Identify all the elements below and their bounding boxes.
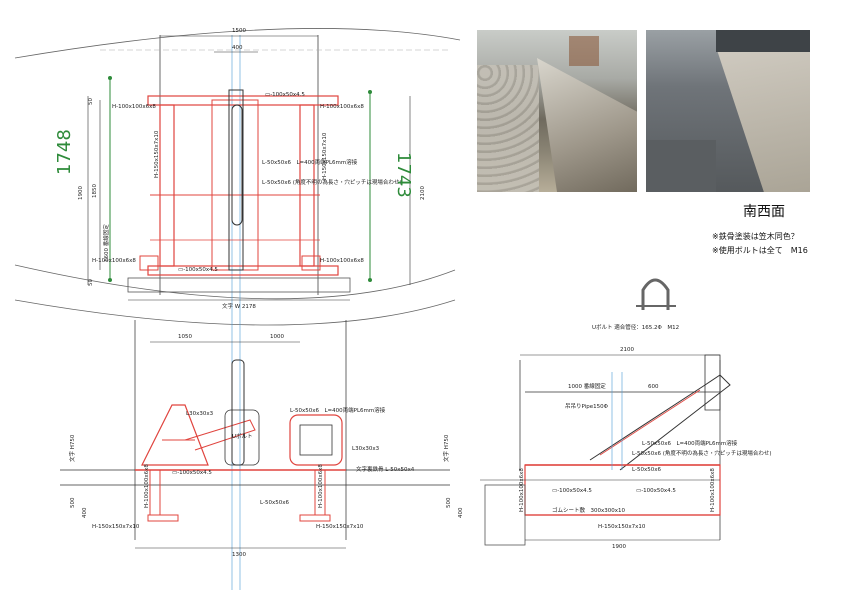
side-h-col-left: H-100x100x6x8 [519,468,525,512]
site-photo-2 [646,30,810,192]
plan-h-top-left: H-100x100x6x8 [112,104,156,110]
front-dim-1000: 1000 [270,334,284,340]
side-dim-2100: 2100 [620,347,634,353]
side-pipe: 吊吊りPipe150Φ [565,403,609,410]
side-labels: Uボルト 適合管径：165.2Φ M12 2100 1000 番線固定 600 … [442,323,772,550]
plan-dim-top: 1500 [232,28,246,34]
plan-angle-note-2: L-50x50x6 (角度不明の為長さ・穴ピッチは現場合わせ) [262,178,402,186]
front-dim-500: 500 [70,497,76,508]
plan-green-dims: 1748 1743 [54,129,414,198]
plan-h-bottom-right: H-100x100x6x8 [320,258,364,264]
side-h-col-right: H-100x100x6x8 [710,468,716,512]
front-h-col-left: H-100x100x6x8 [144,464,150,508]
plan-dim-50-top: 50 [88,98,94,105]
plan-h-col-right: H-150x150x7x10 [322,132,328,180]
plan-flat-bar-top: ▭-100x50x4.5 [265,92,305,98]
front-dim-400: 400 [82,507,88,518]
plan-view [14,28,461,590]
plan-dim-50-bottom: 50 [88,279,94,286]
front-angle-b: L-50x50x6 [260,500,289,506]
front-h-col-right: H-100x100x6x8 [318,464,324,508]
front-view [60,320,450,549]
side-dim-1000: 1000 番線固定 [568,382,606,390]
side-fb-left: ▭-100x50x4.5 [552,488,592,494]
side-dim-1900: 1900 [612,544,626,550]
front-angle-a: L-50x50x6 L=400両端PL6mm溶接 [290,406,386,414]
plan-dim-400: 400 [232,45,243,51]
plan-h-col-left: H-150x150x7x10 [154,130,160,178]
view-title: 南西面 [743,204,785,220]
side-fb-right: ▭-100x50x4.5 [636,488,676,494]
side-view [480,278,731,546]
plan-dim-1900: 1900 [78,186,84,200]
front-h-base-left: H-150x150x7x10 [92,524,140,530]
plan-mount-note: 1600 番線固定 [102,224,110,262]
plan-dim-1850: 1850 [92,184,98,198]
side-h-base: H-150x150x7x10 [598,524,646,530]
note-bolts: ※使用ボルトは全て M16 [712,246,808,255]
side-ubolt-note: Uボルト 適合管径：165.2Φ M12 [592,323,679,331]
front-l30-b: L30x30x3 [352,446,380,452]
plan-labels: 1500 400 ▭-100x50x4.5 H-100x100x6x8 H-10… [78,28,426,310]
front-frame-note: 文字裏鉄骨 L-50x50x4 [356,465,415,473]
side-rubber: ゴムシート敷 300x300x10 [552,506,626,514]
side-dim-400: 400 [458,507,464,518]
plan-dim-2100: 2100 [420,186,426,200]
side-dim-600: 600 [648,384,659,390]
side-dim-500: 500 [446,497,452,508]
green-dim-right: 1743 [393,152,414,198]
front-h-base-right: H-150x150x7x10 [316,524,364,530]
site-photo-1 [477,30,637,192]
front-l30-a: L30x30x3 [186,411,214,417]
side-angle-1: L-50x50x6 L=400両端PL6mm溶接 [642,439,738,447]
front-flat-bar: ▭-100x50x4.5 [172,470,212,476]
side-angle-2: L-50x50x6 (角度不明の為長さ・穴ピッチは現場合わせ) [632,449,772,457]
plan-h-top-right: H-100x100x6x8 [320,104,364,110]
side-text-height: 文字 H750 [442,434,450,462]
front-text-height: 文字 H750 [68,434,76,462]
front-dim-1050: 1050 [178,334,192,340]
side-angle-3: L-50x50x6 [632,467,661,473]
plan-angle-note-1: L-50x50x6 L=400両端PL6mm溶接 [262,158,358,166]
green-dim-left: 1748 [54,129,75,175]
plan-flat-bar-bottom: ▭-100x50x4.5 [178,267,218,273]
front-dim-1300: 1300 [232,552,246,558]
front-labels: 1050 1000 L30x30x3 L30x30x3 L-50x50x6 L=… [68,334,415,558]
note-paint: ※鉄骨塗装は笠木同色？ [712,232,799,241]
plan-h-bottom-left: H-100x100x6x8 [92,258,136,264]
plan-text-width: 文字 W 2178 [222,302,256,310]
front-ubolt: Uボルト [232,432,253,440]
